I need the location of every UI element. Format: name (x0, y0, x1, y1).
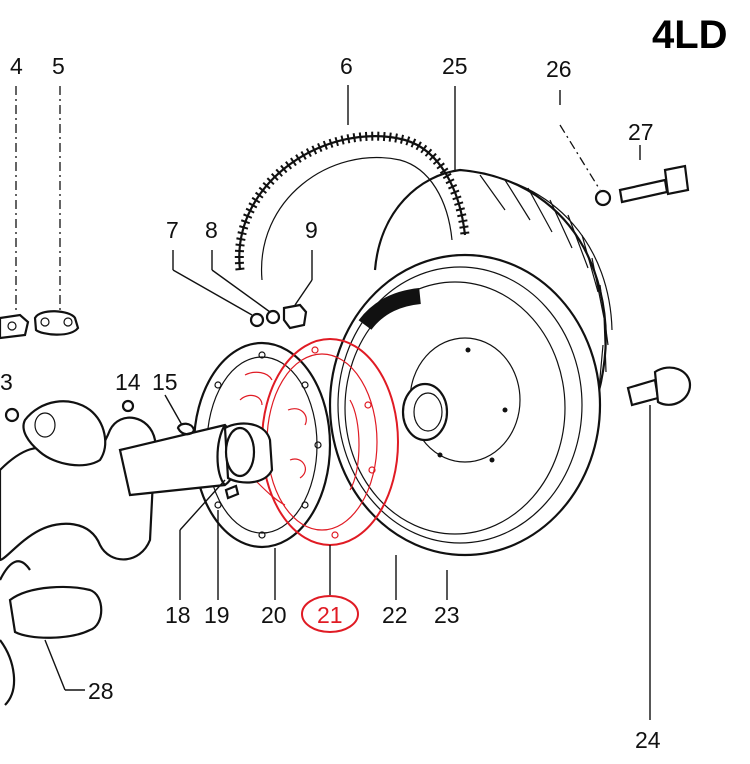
small-parts (0, 164, 692, 500)
flywheel-part-23 (328, 253, 602, 557)
label-part-7: 7 (166, 217, 179, 243)
label-part-22: 22 (382, 602, 408, 628)
label-part-8: 8 (205, 217, 218, 243)
label-part-14: 14 (115, 369, 141, 395)
label-part-18: 18 (165, 602, 191, 628)
label-part-25: 25 (442, 53, 468, 79)
label-part-27: 27 (628, 119, 654, 145)
label-part-19: 19 (204, 602, 230, 628)
label-part-15: 15 (152, 369, 178, 395)
label-part-21: 21 (317, 602, 343, 628)
label-part-9: 9 (305, 217, 318, 243)
leader-lines (15, 85, 651, 720)
model-title: 4LD (652, 13, 728, 57)
label-part-5: 5 (52, 53, 65, 79)
callout-labels: 4 5 6 25 26 27 7 8 9 3 14 15 18 19 20 21… (0, 53, 661, 753)
label-part-24: 24 (635, 727, 661, 753)
highlight-circle (301, 595, 359, 633)
label-part-28: 28 (88, 678, 114, 704)
fan-fins (479, 174, 609, 401)
label-part-4: 4 (10, 53, 23, 79)
label-part-20: 20 (261, 602, 287, 628)
ring-gear-part-6 (234, 131, 470, 281)
label-part-26: 26 (546, 56, 572, 82)
label-part-23: 23 (434, 602, 460, 628)
label-part-6: 6 (340, 53, 353, 79)
crankshaft (0, 400, 274, 706)
label-part-3: 3 (0, 369, 13, 395)
